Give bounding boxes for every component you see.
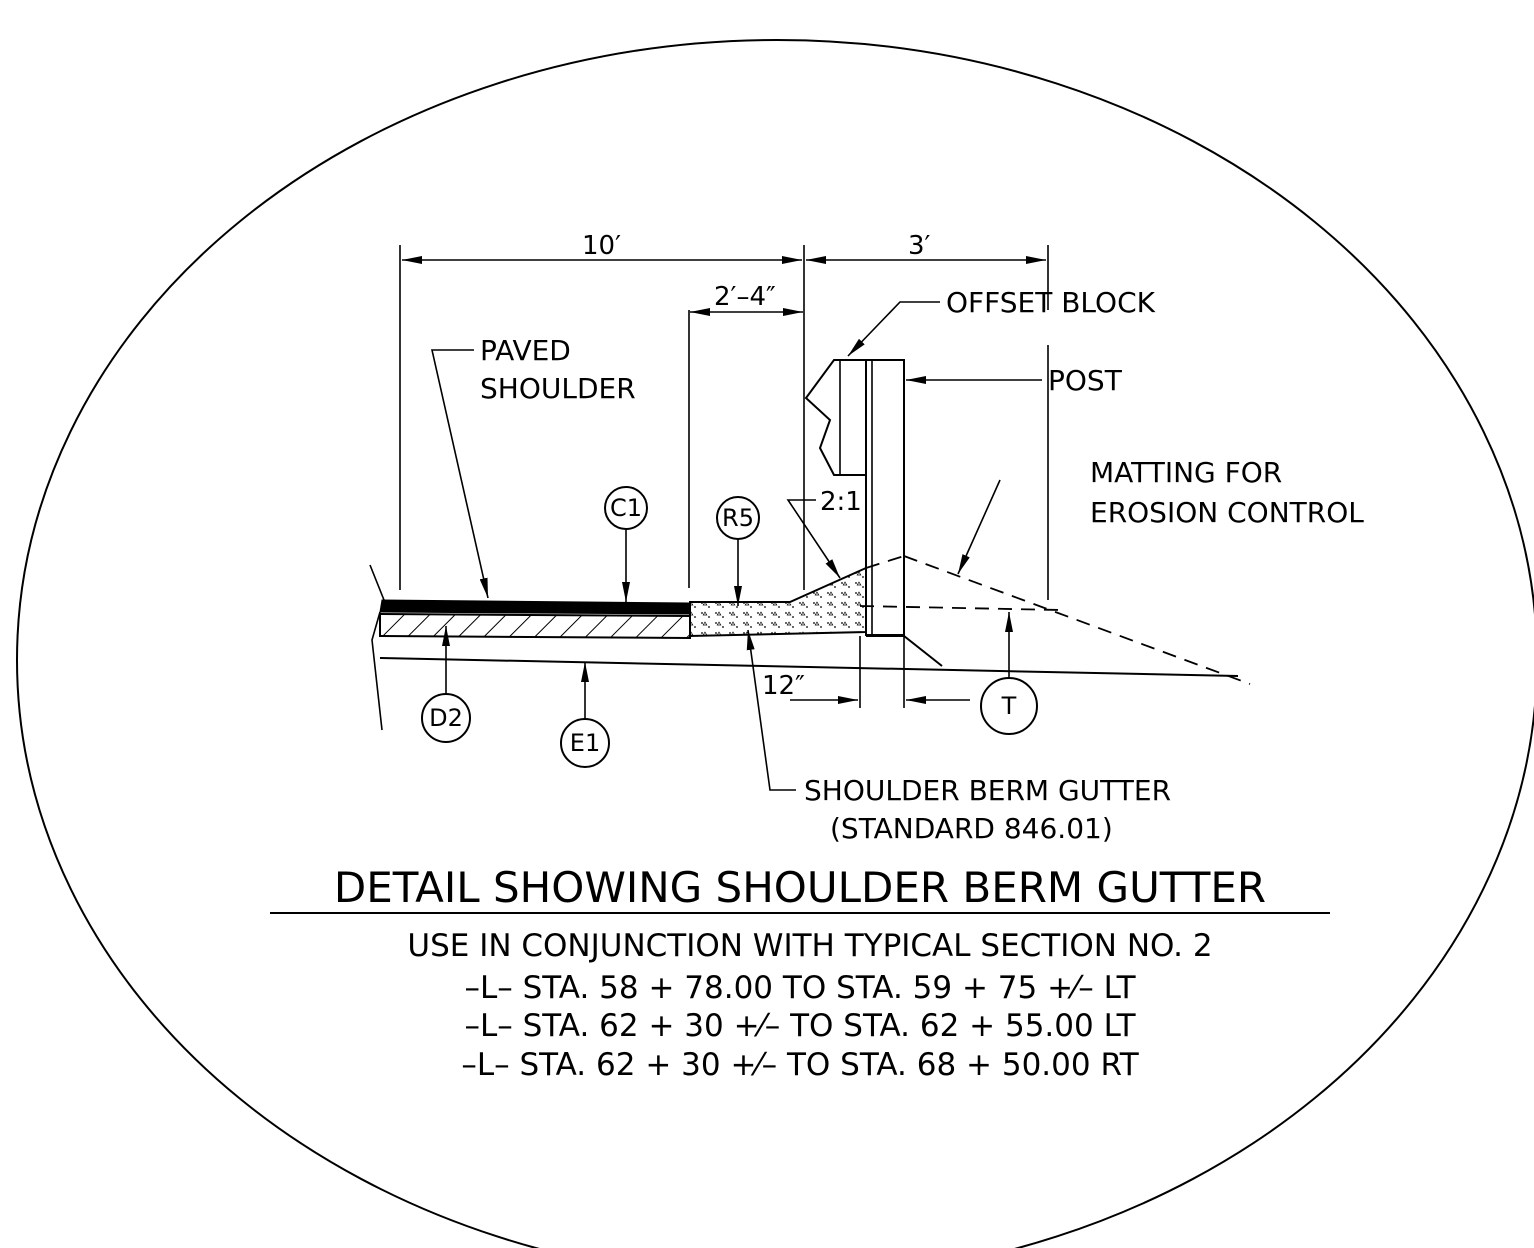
matting-leader xyxy=(957,479,1001,575)
callout-t-text: T xyxy=(1001,692,1017,720)
berm-gutter-concrete xyxy=(689,566,867,638)
matting-label-2: EROSION CONTROL xyxy=(1090,496,1364,529)
offset-block-leader xyxy=(847,301,940,357)
offset-block-label: OFFSET BLOCK xyxy=(946,286,1156,319)
callout-d2-text: D2 xyxy=(429,704,463,732)
detail-title: DETAIL SHOWING SHOULDER BERM GUTTER xyxy=(334,863,1266,912)
left-break-line xyxy=(369,564,385,601)
paved-shoulder-surface xyxy=(379,599,691,615)
berm-top-dashed-line xyxy=(859,605,1061,611)
left-edge-line xyxy=(371,611,383,731)
callout-r5-text: R5 xyxy=(722,504,754,532)
callout-e1-text: E1 xyxy=(570,729,600,757)
paved-shoulder-base xyxy=(379,612,691,640)
offset-block xyxy=(804,359,867,476)
dim-12in-text: 12″ xyxy=(762,671,805,701)
matting-label-1: MATTING FOR xyxy=(1090,456,1282,489)
berm-gutter-label-2: (STANDARD 846.01) xyxy=(830,812,1113,845)
paved-shoulder-label-1: PAVED xyxy=(480,334,571,367)
post-label: POST xyxy=(1048,364,1123,397)
matting-dashed-line-upper xyxy=(903,555,1251,685)
detail-frame-ellipse xyxy=(16,39,1534,1248)
berm-gutter-leader xyxy=(746,629,796,791)
paved-shoulder-label-2: SHOULDER xyxy=(480,372,636,405)
dim-10ft-text: 10′ xyxy=(582,231,621,261)
note-line-3: –L– STA. 62 + 30 +⁄– TO STA. 62 + 55.00 … xyxy=(464,1008,1136,1044)
callout-c1-text: C1 xyxy=(610,494,642,522)
note-line-2: –L– STA. 58 + 78.00 TO STA. 59 + 75 +⁄– … xyxy=(464,970,1136,1006)
slope-leader xyxy=(786,499,841,579)
slope-text: 2:1 xyxy=(820,487,862,517)
berm-gutter-label-1: SHOULDER BERM GUTTER xyxy=(804,774,1171,807)
dim-2ft4in-text: 2′–4″ xyxy=(714,282,776,312)
note-line-4: –L– STA. 62 + 30 +⁄– TO STA. 68 + 50.00 … xyxy=(461,1047,1139,1083)
subgrade-line xyxy=(379,657,1239,677)
paved-shoulder-leader xyxy=(430,349,489,599)
dim-3ft-text: 3′ xyxy=(908,231,931,261)
matting-dashed-line-shoulder xyxy=(865,555,905,569)
note-line-1: USE IN CONJUNCTION WITH TYPICAL SECTION … xyxy=(407,928,1212,964)
